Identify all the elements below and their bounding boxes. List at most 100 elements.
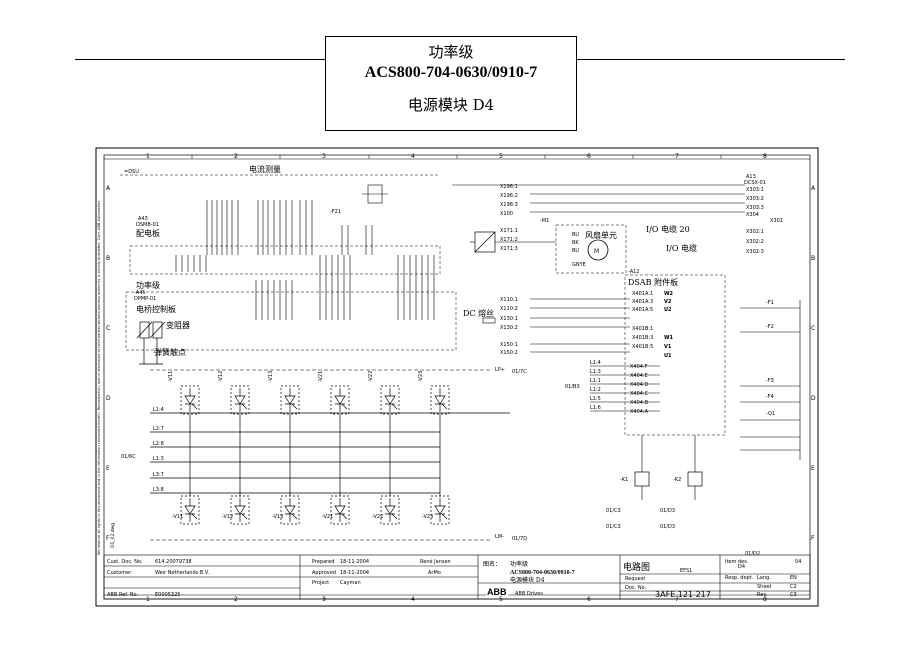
tb-name-2: ACS800-704-0630/0910-7 [510, 570, 575, 576]
thyristor-top-3: -V13 [268, 371, 274, 382]
distribution-board-label: 配电板 [136, 228, 160, 238]
a45-label: -A45 [134, 290, 145, 296]
dsab-board-box [624, 274, 726, 436]
conn-x198-3: X198:3 [500, 202, 518, 208]
dcsx-pin-4: X304 [746, 212, 759, 218]
dcsx-pin-7: X302:2 [746, 239, 764, 245]
grid-col-7-bottom: 7 [675, 596, 679, 603]
copyright-note: We reserve all rights in this document a… [97, 201, 101, 555]
phase-label-5: L3:7 [153, 472, 164, 478]
tb-prepared-label: Prepared [312, 559, 334, 565]
tb-approved-date: 18-11-2004 [340, 570, 369, 576]
dcsx-pin-6: X302:1 [746, 229, 764, 235]
phase-label-1: L1:4 [153, 407, 164, 413]
bus-ref-bottom: 01/7D [512, 536, 527, 542]
supply-2: L1:3 [590, 369, 601, 375]
dsab-pin-1: X401A:1 [632, 291, 653, 297]
abb-logo-icon: ABB [486, 587, 508, 597]
dsab-pin-10: X404:C [630, 391, 649, 397]
fan-terminal-labels: BU BK BU GNYE [572, 232, 586, 268]
tb-abb-ref-label: ABB Ref. No. [107, 592, 138, 598]
contact-lines [740, 300, 801, 460]
dcsx-pin-labels: X303:1 X303:2 X303:3 X304 X301 X302:1 X3… [746, 187, 783, 255]
dsab-pin-3: X401A:5 [632, 307, 653, 313]
thyristor-top-6 [430, 385, 450, 415]
grid-column-labels: 1 2 3 4 5 6 7 8 1 2 3 4 5 6 7 8 [104, 153, 810, 603]
dsab-board-label: DSAB 附件板 [628, 277, 678, 287]
thyristor-label-4: -V21 [322, 514, 333, 520]
phase-label-6: L3:8 [153, 487, 164, 493]
dsab-pin-5: X401B:3 [632, 335, 653, 341]
supply-labels: L1:4 L1:3 L1:1 L1:2 L1:5 L1:6 [590, 360, 601, 411]
contact-f2: -F2 [766, 324, 774, 330]
conn-x110-1: X110:1 [500, 297, 518, 303]
supply-1: L1:4 [590, 360, 601, 366]
dc-fuse-symbol [482, 317, 496, 324]
dsab-pin-4: X401B:1 [632, 326, 653, 332]
dcsx-pin-3: X303:3 [746, 205, 764, 211]
grid-row-a-right: A [811, 185, 816, 192]
title-line-2: ACS800-704-0630/0910-7 [364, 64, 538, 81]
tb-rev-label: Rev. [757, 592, 768, 598]
conn-x130-2: X130:2 [500, 325, 518, 331]
dcsx-pin-5: X301 [770, 218, 783, 224]
tb-lang-value: EN [790, 575, 797, 581]
io-cable-label: I/O 电缆 [666, 243, 697, 253]
thyristor-labels-top: -V11 -V12 -V13 -V21 -V22 -V23 [168, 371, 424, 382]
contact-f1: -F1 [766, 300, 774, 306]
signal-labels: W2 V2 U2 W1 V1 U1 [664, 291, 674, 359]
title-block-drawing-name: 图名： 功率级 ACS800-704-0630/0910-7 电源模块 D4 [483, 560, 575, 584]
grid-row-c: C [106, 325, 110, 332]
f21-label: -F21 [330, 209, 341, 215]
tb-doc-value: 3AFE 121 217 [655, 590, 711, 599]
varistor-symbols [136, 321, 166, 365]
thyristor-label-5: -V22 [372, 514, 383, 520]
grid-col-1: 1 [146, 153, 150, 160]
dsab-pin-labels: X401A:1 X401A:3 X401A:5 X401B:1 X401B:3 … [630, 291, 653, 415]
tb-customer-label: Customer [107, 570, 132, 576]
power-stage-label: 功率级 [136, 280, 160, 290]
relay-ref-5: 01/D2 [745, 551, 760, 557]
right-connector-lines [452, 184, 745, 353]
fan-motor-symbol [587, 239, 609, 261]
conn-x150-1: X150:1 [500, 342, 518, 348]
dsmb-label: DSMB-01 [136, 222, 159, 228]
relay-k2 [687, 471, 703, 487]
thyristor-top-5 [380, 385, 400, 415]
connector-group-middle [175, 255, 435, 320]
relay-k1 [634, 471, 650, 487]
spring-contact-label: 弹簧触点 [154, 347, 186, 357]
dc-bus-lines [150, 369, 490, 541]
fan-unit-label: 风扇单元 [585, 230, 617, 240]
supply-6: L1:6 [590, 405, 601, 411]
grid-col-6: 6 [587, 153, 591, 160]
tb-item-value: D4 [738, 564, 745, 570]
signal-u2: U2 [664, 307, 672, 313]
thyristor-bottom-1 [180, 495, 200, 525]
title-block [103, 554, 811, 600]
conn-x196-2: X196:2 [500, 193, 518, 199]
tb-cust-doc-label: Cust. Doc. No. [107, 559, 143, 565]
a43-label: A43 [138, 216, 148, 222]
k1-label: -K1 [620, 477, 628, 483]
varistor-label: 变阻器 [166, 320, 190, 330]
thyristor-bottom-3 [280, 495, 300, 525]
tb-diagram-title: 电路图 [623, 561, 650, 573]
signal-v1: V1 [664, 344, 672, 350]
thyristor-bridge [180, 385, 450, 525]
io-cable-20-label: I/O 电缆 20 [646, 224, 690, 234]
grid-col-8: 8 [763, 153, 767, 160]
thyristor-top-2 [230, 385, 250, 415]
conn-x171-1: X171:1 [500, 228, 518, 234]
signal-w1: W1 [664, 335, 674, 341]
fan-term-2: BK [572, 240, 579, 246]
fan-unit-box [555, 224, 627, 274]
contact-f3: -F3 [766, 378, 774, 384]
relay-wiring [641, 435, 696, 500]
tb-abb-ref-value: E0005325 [155, 592, 180, 598]
thyristor-label-2: -V12 [222, 514, 233, 520]
relay-pin-refs: 01/C3 01/D3 01/C3 01/D3 01/D2 [606, 508, 760, 557]
supply-3: L1:1 [590, 378, 601, 384]
ref-01-6c: 01/6C [121, 454, 136, 460]
